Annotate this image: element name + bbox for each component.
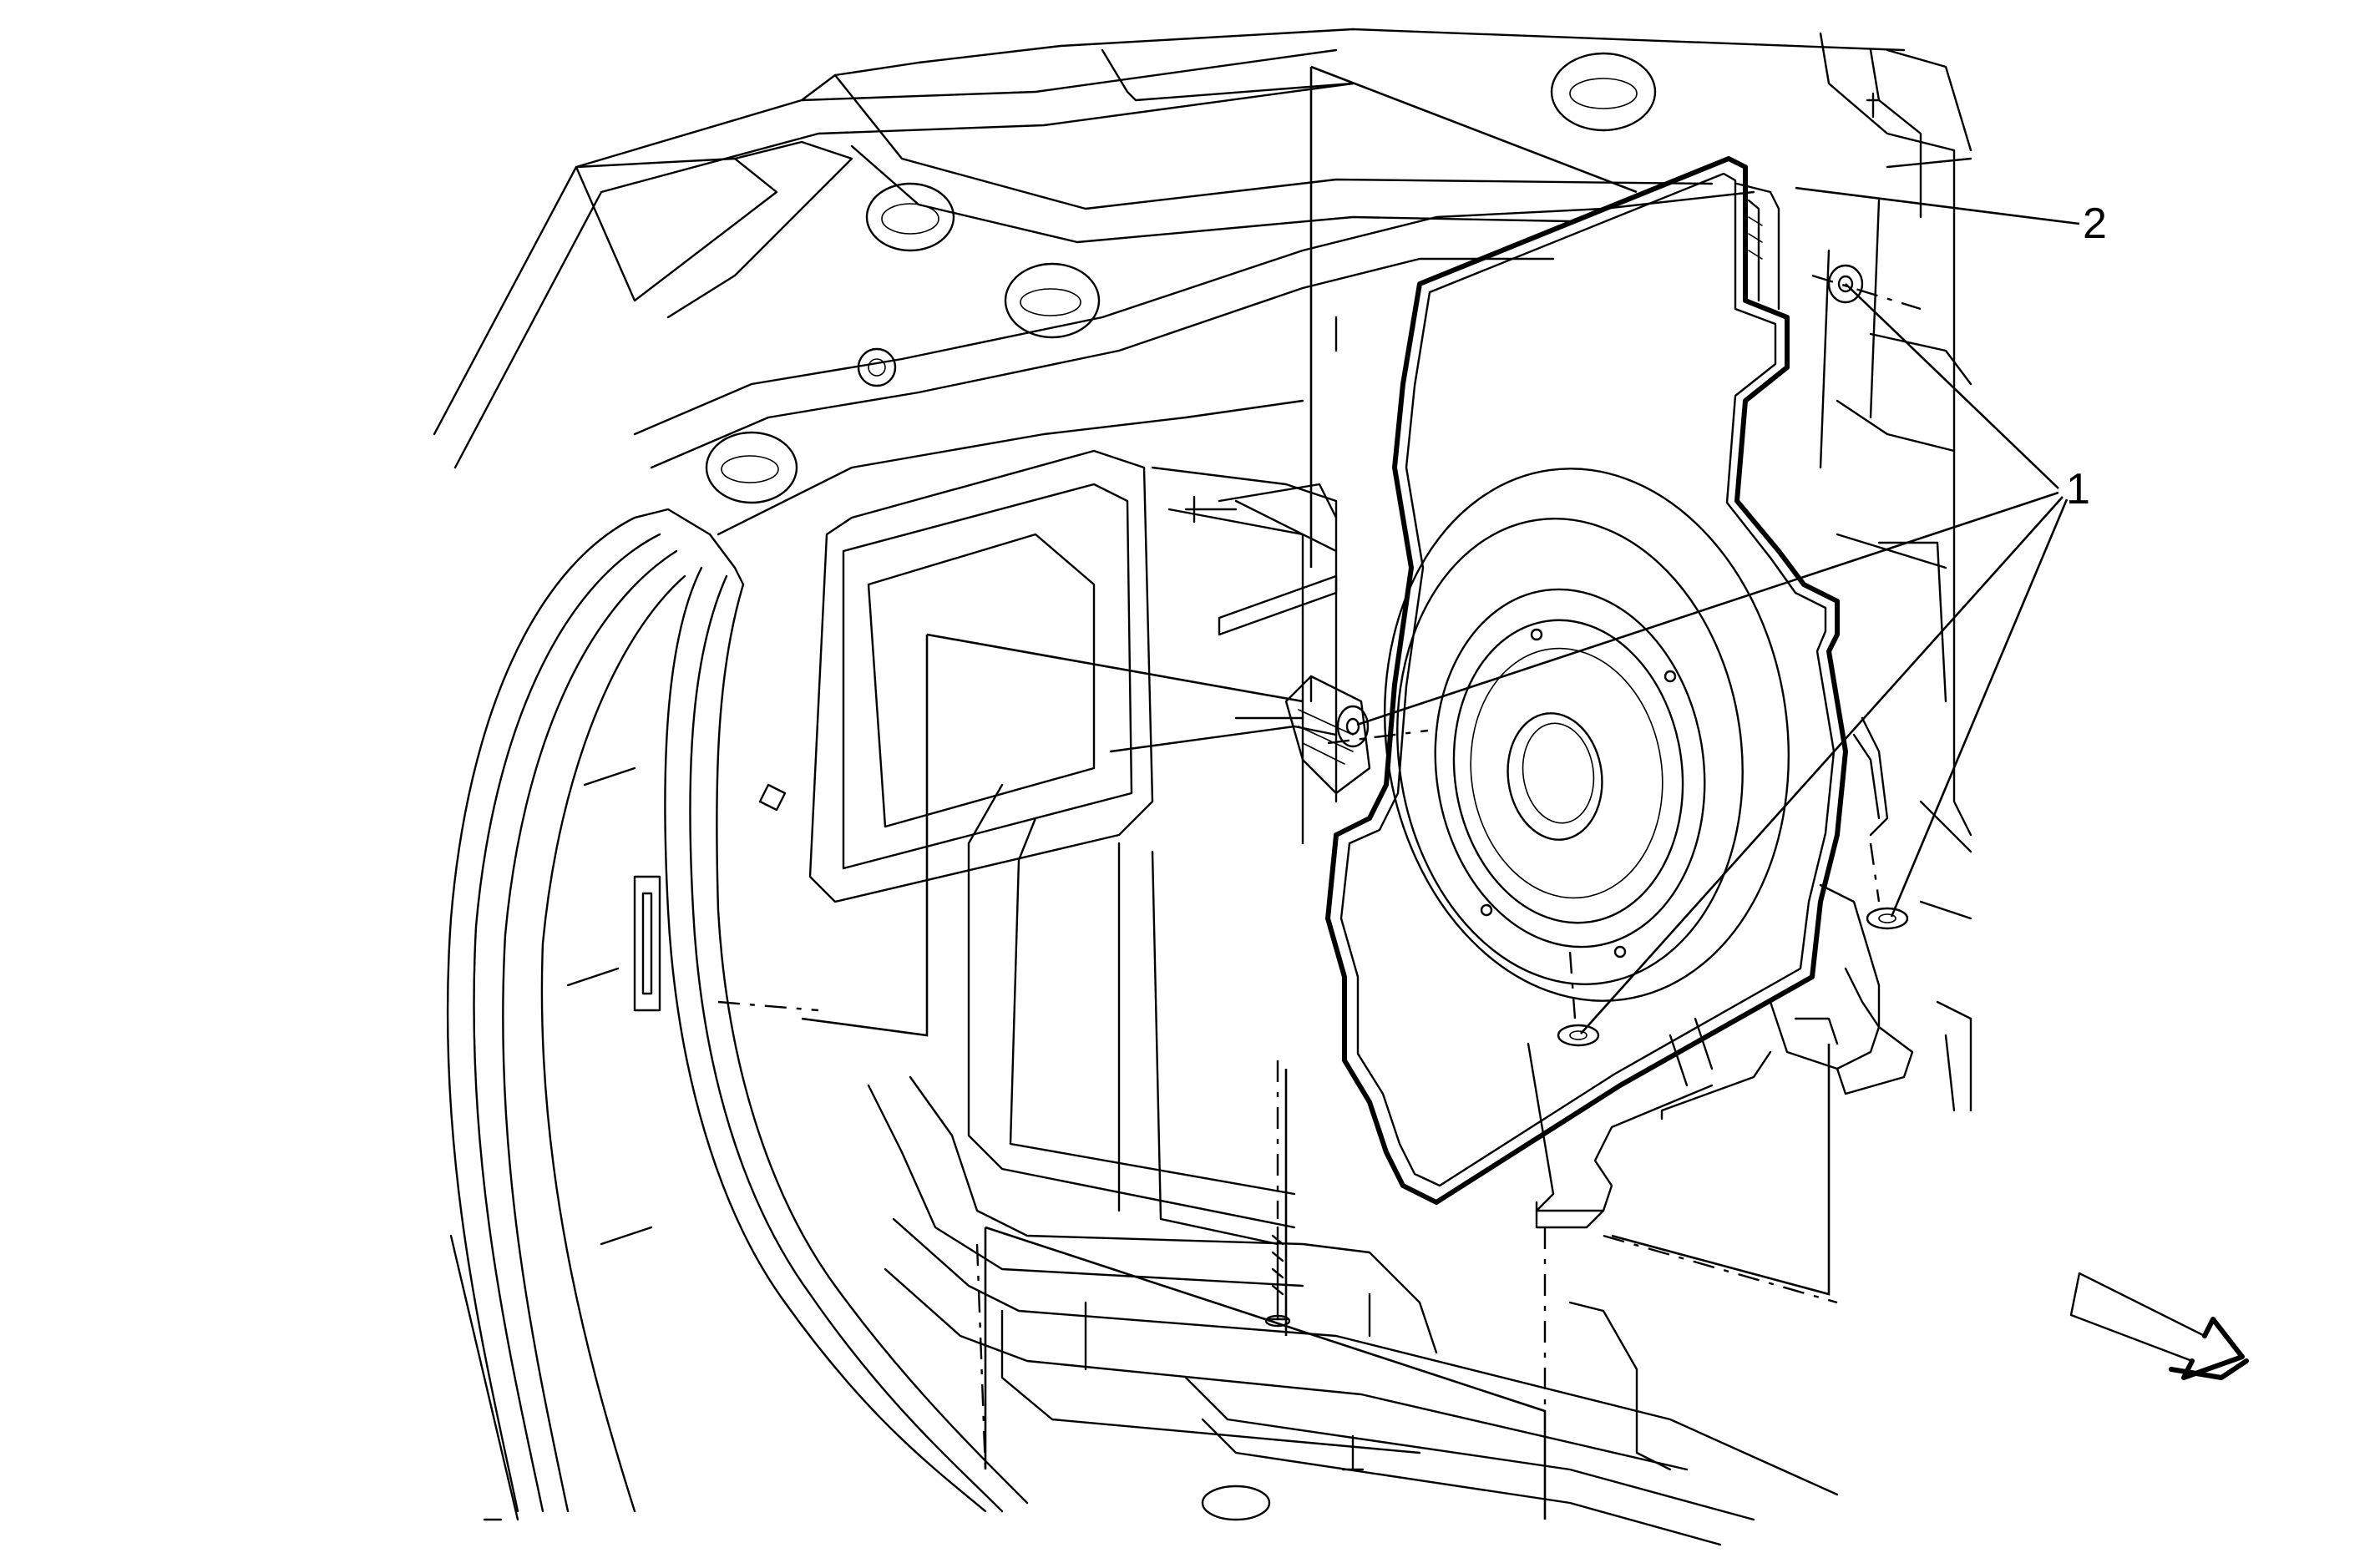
- trunk-opening-weatherstrip: [446, 508, 1029, 1521]
- washer-left-ear: [1336, 705, 1370, 748]
- leader-line-callout-2: [1795, 186, 2080, 225]
- washer-upper-right: [1827, 264, 1864, 304]
- callout-leaders: [1356, 186, 2080, 1034]
- callout-1-label: 1: [2066, 465, 2090, 513]
- speaker-enclosure: [1284, 156, 1914, 1229]
- leader-line-callout-1-c: [1580, 496, 2064, 1034]
- callout-2-label: 2: [2083, 200, 2107, 248]
- washer-lower-right: [1866, 907, 1909, 930]
- speaker-enclosure-fasteners: [1264, 264, 1909, 1328]
- vehicle-body-structure: [433, 28, 1972, 1546]
- leader-line-callout-1-a: [1845, 283, 2059, 489]
- leader-line-callout-1-d: [1890, 498, 2069, 918]
- alignment-lines: [717, 65, 1922, 1520]
- view-direction-arrow-icon: [2069, 1272, 2249, 1380]
- leader-line-callout-1-b: [1356, 491, 2059, 726]
- washer-lower-middle: [1557, 1024, 1600, 1047]
